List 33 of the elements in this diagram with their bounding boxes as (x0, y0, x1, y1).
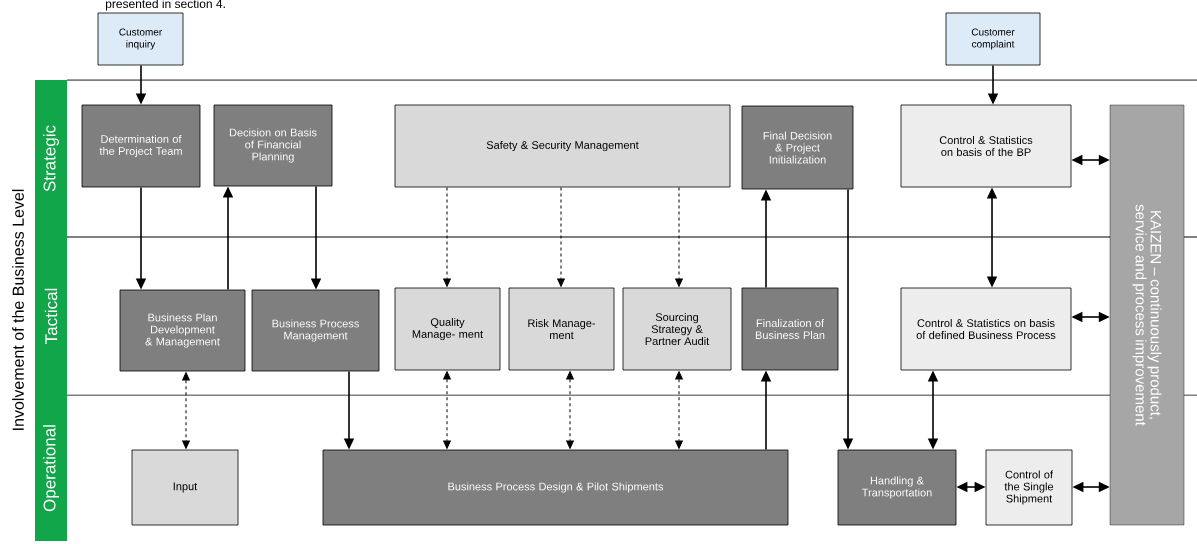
arrow (675, 186, 683, 287)
lane-band: Tactical (35, 237, 67, 395)
process-box: Handling & Transportation (837, 449, 957, 526)
process-box: Determination of the Project Team (81, 104, 201, 188)
arrow (557, 186, 565, 287)
axis-label: Involvement of the Business Level (12, 189, 24, 430)
process-box: Quality Manage- ment (394, 287, 501, 371)
input-box: Customer complaint (945, 12, 1041, 66)
process-box: Business Plan Development & Management (119, 289, 246, 372)
process-box: Business Process Management (251, 289, 380, 372)
improvement-band: KAIZEN – continuously product, service and process improvement (1109, 104, 1185, 526)
arrow (443, 186, 451, 287)
process-box: Control & Statistics on basis of the BP (900, 104, 1072, 188)
process-box: Sourcing Strategy & Partner Audit (622, 287, 732, 371)
process-box: Control & Statistics on basis of defined Business Process (900, 287, 1072, 371)
process-box: Decision on Basis of Financial Planning (213, 104, 333, 187)
process-box: Risk Manage- ment (508, 287, 615, 371)
process-box: Business Process Design & Pilot Shipments (322, 449, 789, 526)
process-box: Finalization of Business Plan (741, 287, 839, 371)
node-label: Strategic (43, 125, 59, 192)
node-label: Tactical (44, 288, 58, 344)
arrow (443, 371, 451, 449)
arrow (566, 371, 574, 449)
node-label: Operational (43, 425, 59, 512)
process-box: Input (131, 449, 239, 526)
arrow (182, 372, 190, 449)
lane-band: Operational (35, 395, 67, 541)
process-box: Final Decision & Project Initialization (741, 105, 854, 190)
arrow (675, 371, 683, 449)
process-box: Safety & Security Management (394, 104, 731, 188)
process-box: Control of the Single Shipment (985, 449, 1073, 526)
lane-band: Strategic (35, 80, 67, 237)
input-box: Customer inquiry (97, 12, 184, 66)
